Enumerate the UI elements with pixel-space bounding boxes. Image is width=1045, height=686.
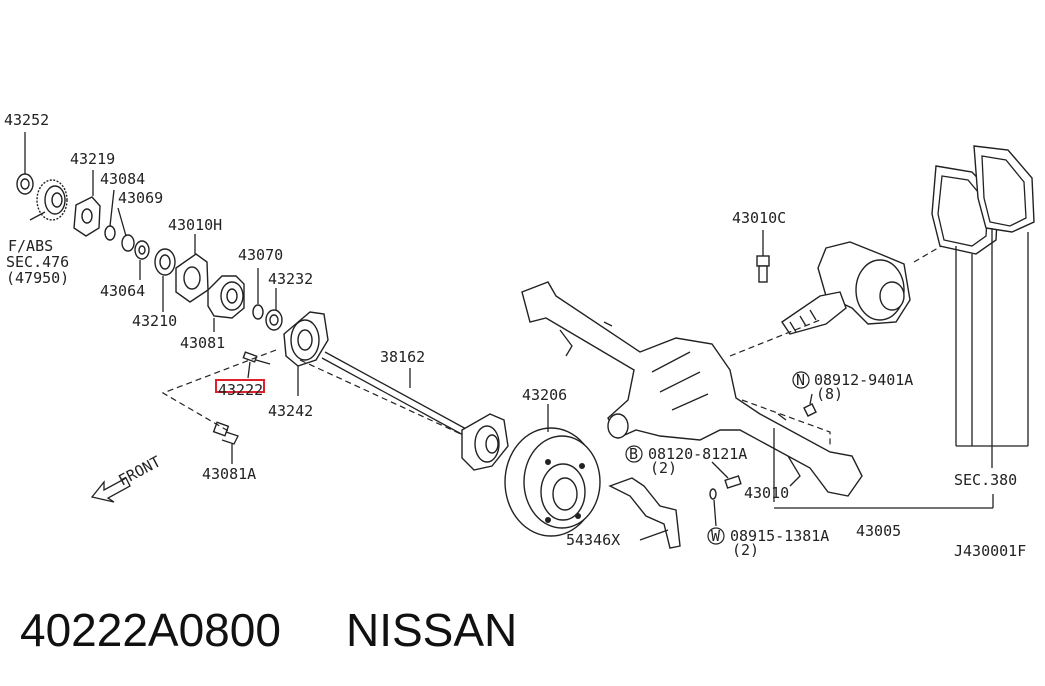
label-08915: 08915-1381A xyxy=(730,527,829,545)
mark-n: N xyxy=(796,371,805,389)
wheel-bearing-stack xyxy=(16,132,501,464)
diagram-code: J430001F xyxy=(954,542,1026,560)
label-43242: 43242 xyxy=(268,402,313,420)
label-08120: 08120-8121A xyxy=(648,445,747,463)
bracket-54346x xyxy=(608,477,681,549)
front-label: FRONT xyxy=(115,452,163,489)
axle-housing xyxy=(521,281,994,509)
label-47950: (47950) xyxy=(6,269,69,287)
label-43010h: 43010H xyxy=(168,216,222,234)
label-43010c: 43010C xyxy=(732,209,786,227)
label-43222: 43222 xyxy=(218,381,263,399)
label-08912: 08912-9401A xyxy=(814,371,913,389)
label-08915-qty: (2) xyxy=(732,541,759,559)
mark-w: W xyxy=(711,527,721,545)
label-08912-qty: (8) xyxy=(816,385,843,403)
callout-labels: 43252 43219 43084 43069 43010H F/ABS SEC… xyxy=(4,111,1026,560)
differential-carrier xyxy=(729,227,973,357)
label-43081: 43081 xyxy=(180,334,225,352)
brand-name: NISSAN xyxy=(346,604,517,656)
label-43232: 43232 xyxy=(268,270,313,288)
axle-shaft xyxy=(321,351,509,471)
label-fabs: F/ABS xyxy=(8,237,53,255)
label-sec380: SEC.380 xyxy=(954,471,1017,489)
label-43084: 43084 xyxy=(100,170,145,188)
label-38162: 38162 xyxy=(380,348,425,366)
label-43219: 43219 xyxy=(70,150,115,168)
mark-b: B xyxy=(629,445,638,463)
part-number: 40222A0800 xyxy=(20,604,281,656)
stud-43222 xyxy=(242,351,271,379)
label-43010: 43010 xyxy=(744,484,789,502)
fasteners xyxy=(709,393,817,527)
label-08120-qty: (2) xyxy=(650,459,677,477)
label-43206: 43206 xyxy=(522,386,567,404)
brake-drum xyxy=(504,404,601,537)
label-43064: 43064 xyxy=(100,282,145,300)
label-54346x: 54346X xyxy=(566,531,620,549)
label-43081a: 43081A xyxy=(202,465,256,483)
label-43069: 43069 xyxy=(118,189,163,207)
breather-43010c xyxy=(756,230,770,283)
front-arrow xyxy=(90,477,131,503)
cover-gaskets xyxy=(931,145,1035,468)
label-sec476: SEC.476 xyxy=(6,253,69,271)
highlight-box xyxy=(215,379,265,393)
label-43252: 43252 xyxy=(4,111,49,129)
label-43070: 43070 xyxy=(238,246,283,264)
label-43005: 43005 xyxy=(856,522,901,540)
label-43210: 43210 xyxy=(132,312,177,330)
